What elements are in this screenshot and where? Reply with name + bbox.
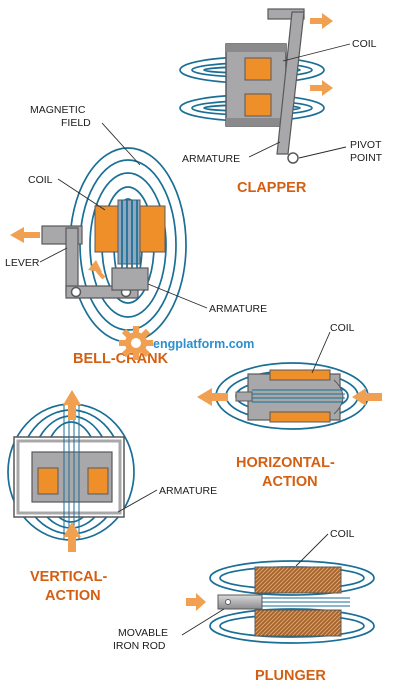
plunger-diagram: COIL MOVABLE IRON ROD PLUNGER [113, 528, 375, 684]
watermark-text: engplatform.com [153, 337, 254, 351]
arrow-up-icon [63, 390, 81, 420]
bell-crank-field-label-1: MAGNETIC [30, 104, 86, 116]
bell-crank-field-label-2: FIELD [61, 117, 91, 129]
vertical-coil-left [37, 467, 59, 495]
horizontal-coil-bottom [269, 411, 331, 423]
plunger-coil-bottom [254, 609, 342, 637]
plunger-title: PLUNGER [255, 668, 326, 684]
horizontal-action-diagram: COIL HORIZONTAL- ACTION [197, 322, 382, 490]
vertical-title-2: ACTION [45, 588, 101, 604]
gear-icon [119, 326, 153, 360]
vertical-action-diagram: ARMATURE VERTICAL- ACTION [7, 390, 217, 604]
horizontal-title-2: ACTION [262, 474, 318, 490]
horizontal-title-1: HORIZONTAL- [236, 455, 335, 471]
bell-crank-title: BELL-CRANK [73, 351, 169, 367]
clapper-coil-top [244, 57, 272, 81]
bell-crank-lever-label: LEVER [5, 257, 40, 269]
bell-crank-armature [111, 267, 149, 291]
clapper-pivot-label-1: PIVOT [350, 139, 382, 151]
arrow-left-icon [310, 80, 333, 96]
horizontal-coil-label: COIL [330, 322, 355, 334]
arrow-left-icon [310, 13, 333, 29]
clapper-diagram: COIL ARMATURE PIVOT POINT CLAPPER [179, 8, 383, 196]
clapper-coil-bottom [244, 93, 272, 117]
bell-crank-core [117, 199, 141, 265]
arrow-up-icon [63, 522, 81, 552]
vertical-title-1: VERTICAL- [30, 569, 108, 585]
arrow-left-icon [352, 388, 382, 406]
horizontal-coil-top [269, 369, 331, 381]
plunger-coil-top [254, 566, 342, 594]
pivot-icon [70, 286, 82, 298]
arrow-right-icon [186, 593, 206, 611]
plunger-rod-label-2: IRON ROD [113, 640, 166, 652]
bell-crank-coil-label: COIL [28, 174, 53, 186]
vertical-coil-right [87, 467, 109, 495]
clapper-arrows [310, 13, 333, 96]
plunger-coil-label: COIL [330, 528, 355, 540]
watermark: engplatform.com [119, 326, 254, 360]
bell-crank-armature-label: ARMATURE [209, 303, 267, 315]
clapper-armature [267, 8, 305, 164]
arrow-left-icon [10, 227, 40, 243]
vertical-armature-label: ARMATURE [159, 485, 217, 497]
horizontal-rod [235, 391, 253, 402]
plunger-rod-label-1: MOVABLE [118, 627, 168, 639]
clapper-title: CLAPPER [237, 180, 307, 196]
bell-crank-coil-right [136, 205, 166, 253]
clapper-pivot-label-2: POINT [350, 152, 383, 164]
movable-iron-rod [217, 594, 263, 610]
clapper-coil-label: COIL [352, 38, 377, 50]
clapper-armature-label: ARMATURE [182, 153, 240, 165]
pivot-icon [287, 152, 299, 164]
arrow-left-icon [197, 388, 228, 406]
